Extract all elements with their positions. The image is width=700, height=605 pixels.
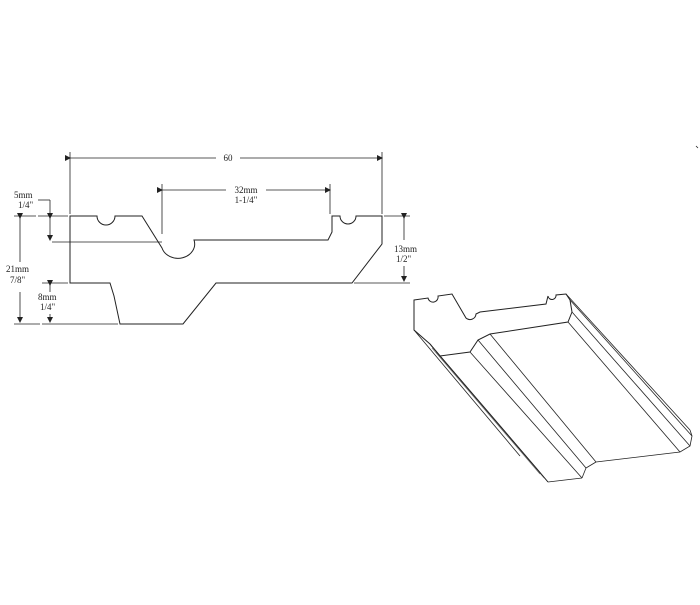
label-bottom-step-in: 1/4" xyxy=(40,302,56,312)
dimension-bottom-step: 8mm 1/4" xyxy=(38,280,118,325)
dimension-inner-width: 32mm 1-1/4" xyxy=(157,184,331,234)
label-top-groove-in: 1/4" xyxy=(18,200,34,210)
label-height-mm: 21mm xyxy=(6,264,29,274)
dimension-total-width: 60 xyxy=(65,152,383,214)
dimension-top-groove: 5mm 1/4" xyxy=(14,190,68,241)
label-right-depth-in: 1/2" xyxy=(396,254,412,264)
moulding-profile xyxy=(52,215,383,325)
label-inner-width-mm: 32mm xyxy=(234,185,257,195)
moulding-isometric xyxy=(413,293,693,483)
edge-mark xyxy=(695,145,699,149)
label-bottom-step-mm: 8mm xyxy=(38,292,57,302)
label-height-in: 7/8" xyxy=(10,275,26,285)
label-total-width: 60 xyxy=(224,153,234,163)
dimension-right-depth: 13mm 1/2" xyxy=(354,213,417,284)
label-inner-width-in: 1-1/4" xyxy=(235,195,258,205)
label-top-groove-mm: 5mm xyxy=(14,190,33,200)
label-right-depth-mm: 13mm xyxy=(394,244,417,254)
dimension-height: 21mm 7/8" xyxy=(6,213,40,325)
